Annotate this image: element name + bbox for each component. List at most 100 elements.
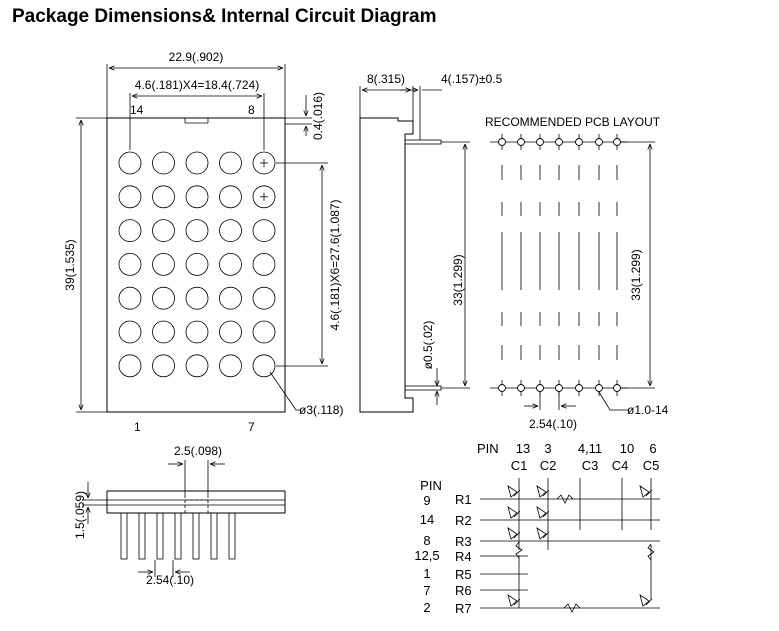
bottom-pin <box>210 512 218 560</box>
led-dot <box>152 252 175 276</box>
column-label-c5: C5 <box>643 458 660 473</box>
led-dot <box>185 185 209 209</box>
column-label-c2: C2 <box>540 458 557 473</box>
pcb-span-dimension: 33(1.299) <box>629 249 643 300</box>
pin-span-dimension: 33(1.299) <box>451 254 465 305</box>
pcb-pitch-dimension: 2.54(.10) <box>529 417 577 431</box>
led-dot <box>185 252 209 276</box>
led-dot <box>252 219 276 243</box>
bottom-view: 2.5(.098) 1.5(.059) 2.54(.10) <box>73 444 286 587</box>
depth-dimension: 8(.315) <box>367 72 405 86</box>
width-dimension: 22.9(.902) <box>169 50 224 64</box>
upper-lead <box>404 139 442 145</box>
bottom-pin <box>120 512 128 560</box>
led-dot <box>219 151 242 175</box>
bottom-pin <box>228 512 236 560</box>
lower-lead <box>404 385 442 391</box>
circuit-wiring <box>480 478 660 613</box>
led-dot <box>185 286 209 310</box>
led-diode <box>507 527 521 540</box>
bottom-pin <box>174 512 182 560</box>
bottom-pin <box>138 512 146 560</box>
led-diode <box>507 594 521 607</box>
pcb-hole <box>498 138 506 146</box>
led-dot <box>118 219 142 243</box>
row-pin-7: 7 <box>423 583 430 598</box>
lead-diameter-dimension: ø0.5(.02) <box>421 321 435 370</box>
pcb-hole <box>613 384 621 392</box>
pcb-hole <box>517 138 525 146</box>
column-pin-c1: 13 <box>516 441 530 456</box>
pin-7-label: 7 <box>248 420 255 434</box>
led-dot <box>219 286 242 310</box>
column-pitch-dimension: 4.6(.181)X4=18.4(.724) <box>135 78 259 92</box>
pcb-hole <box>595 384 603 392</box>
page-title: Package Dimensions& Internal Circuit Dia… <box>12 6 437 27</box>
led-dot <box>152 354 175 378</box>
led-dot <box>252 185 276 209</box>
pcb-hole <box>613 138 621 146</box>
led-dot <box>152 185 175 209</box>
led-dot <box>152 151 175 175</box>
bottom-body <box>106 490 286 514</box>
column-pin-c4: 10 <box>620 441 634 456</box>
led-dot <box>152 286 175 310</box>
led-dot <box>219 185 242 209</box>
led-dot <box>185 320 209 344</box>
column-label-c1: C1 <box>511 458 528 473</box>
column-label-c3: C3 <box>582 458 599 473</box>
pcb-hole <box>575 138 583 146</box>
pcb-hole-columns <box>498 134 621 396</box>
column-pin-c5: 6 <box>649 441 656 456</box>
pcb-hole <box>498 384 506 392</box>
led-dot <box>118 252 142 276</box>
bottom-pin <box>156 512 164 560</box>
led-dot <box>118 151 142 175</box>
pcb-hole <box>536 138 544 146</box>
led-dot <box>252 286 276 310</box>
led-dot <box>152 219 175 243</box>
row-label-R4: R4 <box>455 549 472 564</box>
wire-break <box>515 541 523 559</box>
row-pin-1: 1 <box>423 566 430 581</box>
led-dot <box>252 320 276 344</box>
row-pitch-dimension: 4.6(.181)X6=27.6(1.087) <box>328 199 342 330</box>
pin-1-label: 1 <box>134 420 141 434</box>
led-dot <box>252 354 276 378</box>
column-pin-c2: 3 <box>544 441 551 456</box>
row-label-R5: R5 <box>455 567 472 582</box>
bottom-offset-dimension: 2.5(.098) <box>174 444 222 458</box>
top-offset-dimension: 0.4(.016) <box>311 92 325 140</box>
pcb-hole <box>575 384 583 392</box>
led-diode <box>507 506 521 519</box>
pcb-hole-dimension: ø1.0-14 <box>627 403 669 417</box>
row-label-R2: R2 <box>455 513 472 528</box>
row-label-R6: R6 <box>455 583 472 598</box>
height-dimension: 39(1.535) <box>63 239 77 290</box>
led-diode <box>639 485 653 498</box>
pcb-hole <box>555 384 563 392</box>
led-dot <box>152 320 175 344</box>
pin-8-label: 8 <box>248 103 255 117</box>
column-pin-c3: 4,11 <box>578 441 602 456</box>
led-dot <box>252 151 276 175</box>
front-view: 14 8 1 7 22.9(.902) 4.6(.181)X4=18.4(.72… <box>63 50 343 434</box>
led-dot <box>118 320 142 344</box>
row-label-R3: R3 <box>455 534 472 549</box>
bottom-pitch-dimension: 2.54(.10) <box>146 573 194 587</box>
pcb-hole <box>595 138 603 146</box>
pcb-hole <box>517 384 525 392</box>
dot-diameter-dimension: ø3(.118) <box>299 403 343 417</box>
led-dot <box>219 219 242 243</box>
pcb-hole <box>555 138 563 146</box>
led-dot <box>219 320 242 344</box>
pcb-layout: RECOMMENDED PCB LAYOUT 33(1.299) 2.54(.1… <box>485 115 669 431</box>
led-dot <box>219 252 242 276</box>
led-dot <box>219 354 242 378</box>
led-dot <box>118 185 142 209</box>
row-label-R1: R1 <box>455 492 472 507</box>
pcb-layout-title: RECOMMENDED PCB LAYOUT <box>485 115 661 129</box>
bottom-pin <box>192 512 200 560</box>
